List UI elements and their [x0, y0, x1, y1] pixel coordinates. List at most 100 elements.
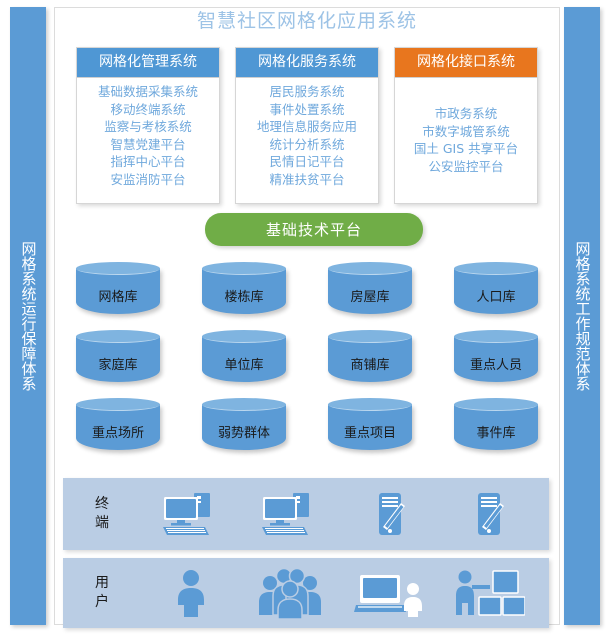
database-label: 重点人员: [469, 357, 522, 373]
database-cylinder[interactable]: 家庭库: [76, 330, 160, 388]
cylinder-body: [202, 404, 286, 450]
right-vertical-bar-label: 网格系统工作规范体系: [573, 241, 592, 391]
system-item: 精准扶贫平台: [269, 171, 345, 187]
database-label: 人口库: [476, 289, 516, 305]
system-item: 市政务系统: [434, 106, 498, 121]
people-group-icon[interactable]: [246, 558, 334, 628]
users-band-label: 用 户: [63, 574, 141, 612]
database-cylinder[interactable]: 重点人员: [454, 330, 538, 388]
cylinder-top-ellipse: [202, 330, 286, 343]
database-cylinder[interactable]: 房屋库: [328, 262, 412, 320]
cylinder-top-ellipse: [328, 262, 412, 275]
cylinder-top-ellipse: [202, 262, 286, 275]
cylinder-top-ellipse: [76, 398, 160, 411]
users-label-char: 用: [95, 575, 109, 591]
database-label: 重点场所: [91, 425, 144, 441]
database-row: 网格库 楼栋库 房屋库 人口库: [76, 262, 538, 320]
database-label: 楼栋库: [224, 289, 264, 305]
system-item: 安监消防平台: [110, 171, 186, 187]
cylinder-body: [76, 404, 160, 450]
system-box-service[interactable]: 网格化服务系统 居民服务系统 事件处置系统 地理信息服务应用 统计分析系统 民情…: [235, 47, 379, 204]
cylinder-body: [454, 336, 538, 382]
cylinder-body: [328, 336, 412, 382]
users-icons: [141, 558, 549, 628]
system-item: 事件处置系统: [269, 101, 345, 117]
cylinder-top-ellipse: [328, 330, 412, 343]
database-cylinder[interactable]: 人口库: [454, 262, 538, 320]
cylinder-top-ellipse: [454, 262, 538, 275]
terminals-icons: [141, 478, 549, 550]
cylinder-top-ellipse: [76, 262, 160, 275]
system-box-interface[interactable]: 网格化接口系统 市政务系统 市数字城管系统 国土 GIS 共享平台 公安监控平台: [394, 47, 538, 204]
system-item: 国土 GIS 共享平台: [413, 141, 519, 156]
database-label: 家庭库: [98, 357, 138, 373]
terminals-band-label: 终 端: [63, 495, 141, 533]
database-row: 家庭库 单位库 商铺库 重点人员: [76, 330, 538, 388]
database-cylinder[interactable]: 单位库: [202, 330, 286, 388]
database-label: 事件库: [476, 425, 516, 441]
cylinder-body: [328, 268, 412, 314]
single-person-icon[interactable]: [147, 558, 235, 628]
cylinder-body: [76, 268, 160, 314]
system-item: 居民服务系统: [269, 84, 345, 99]
cylinder-top-ellipse: [76, 330, 160, 343]
database-label: 房屋库: [350, 289, 390, 305]
terminals-label-char: 终: [95, 496, 109, 512]
right-vertical-bar: 网格系统工作规范体系: [564, 7, 600, 625]
left-vertical-bar-label: 网格系统运行保障体系: [19, 241, 38, 391]
system-boxes-group: 网格化管理系统 基础数据采集系统 移动终端系统 监察与考核系统 智慧党建平台 指…: [76, 47, 538, 204]
database-label: 弱势群体: [217, 425, 270, 441]
cylinder-top-ellipse: [454, 330, 538, 343]
system-item: 市数字城管系统: [422, 123, 510, 139]
system-item: 统计分析系统: [269, 136, 345, 152]
database-cylinder[interactable]: 重点项目: [328, 398, 412, 456]
database-cylinder[interactable]: 楼栋库: [202, 262, 286, 320]
database-label: 网格库: [98, 289, 138, 305]
desktop-computer-icon[interactable]: [246, 478, 334, 550]
system-box-management[interactable]: 网格化管理系统 基础数据采集系统 移动终端系统 监察与考核系统 智慧党建平台 指…: [76, 47, 220, 204]
database-cylinder[interactable]: 网格库: [76, 262, 160, 320]
tablet-stylus-icon[interactable]: [445, 478, 533, 550]
system-box-body: 基础数据采集系统 移动终端系统 监察与考核系统 智慧党建平台 指挥中心平台 安监…: [77, 78, 219, 203]
system-box-body: 市政务系统 市数字城管系统 国土 GIS 共享平台 公安监控平台: [395, 78, 537, 203]
cylinder-body: [202, 268, 286, 314]
terminals-band: 终 端: [63, 478, 549, 550]
database-label: 商铺库: [350, 357, 390, 373]
laptop-person-icon[interactable]: [346, 558, 434, 628]
database-label: 单位库: [224, 357, 264, 373]
system-box-header: 网格化接口系统: [395, 48, 537, 78]
database-row: 重点场所 弱势群体 重点项目 事件库: [76, 398, 538, 456]
system-box-body: 居民服务系统 事件处置系统 地理信息服务应用 统计分析系统 民情日记平台 精准扶…: [236, 78, 378, 203]
system-item: 民情日记平台: [269, 154, 345, 169]
person-blocks-icon[interactable]: [445, 558, 533, 628]
page-title: 智慧社区网格化应用系统: [196, 10, 417, 32]
left-vertical-bar: 网格系统运行保障体系: [10, 7, 46, 625]
cylinder-top-ellipse: [202, 398, 286, 411]
system-item: 移动终端系统: [110, 101, 186, 117]
system-item: 指挥中心平台: [110, 154, 186, 169]
cylinder-body: [454, 404, 538, 450]
desktop-computer-icon[interactable]: [147, 478, 235, 550]
system-item: 基础数据采集系统: [97, 84, 198, 99]
system-box-header: 网格化服务系统: [236, 48, 378, 78]
database-cylinder[interactable]: 商铺库: [328, 330, 412, 388]
system-item: 智慧党建平台: [110, 136, 186, 152]
cylinder-top-ellipse: [328, 398, 412, 411]
database-label: 重点项目: [343, 425, 396, 441]
users-label-char: 户: [95, 594, 109, 610]
system-item: 监察与考核系统: [104, 119, 192, 134]
database-cylinder[interactable]: 重点场所: [76, 398, 160, 456]
database-cylinder[interactable]: 事件库: [454, 398, 538, 456]
tablet-stylus-icon[interactable]: [346, 478, 434, 550]
cylinder-body: [328, 404, 412, 450]
system-item: 公安监控平台: [428, 158, 504, 174]
cylinder-body: [202, 336, 286, 382]
terminals-label-char: 端: [95, 515, 109, 531]
cylinder-body: [454, 268, 538, 314]
cylinder-body: [76, 336, 160, 382]
cylinder-top-ellipse: [454, 398, 538, 411]
database-cylinder[interactable]: 弱势群体: [202, 398, 286, 456]
database-grid: 网格库 楼栋库 房屋库 人口库 家庭库: [76, 262, 538, 466]
platform-bar[interactable]: 基础技术平台: [205, 213, 423, 246]
